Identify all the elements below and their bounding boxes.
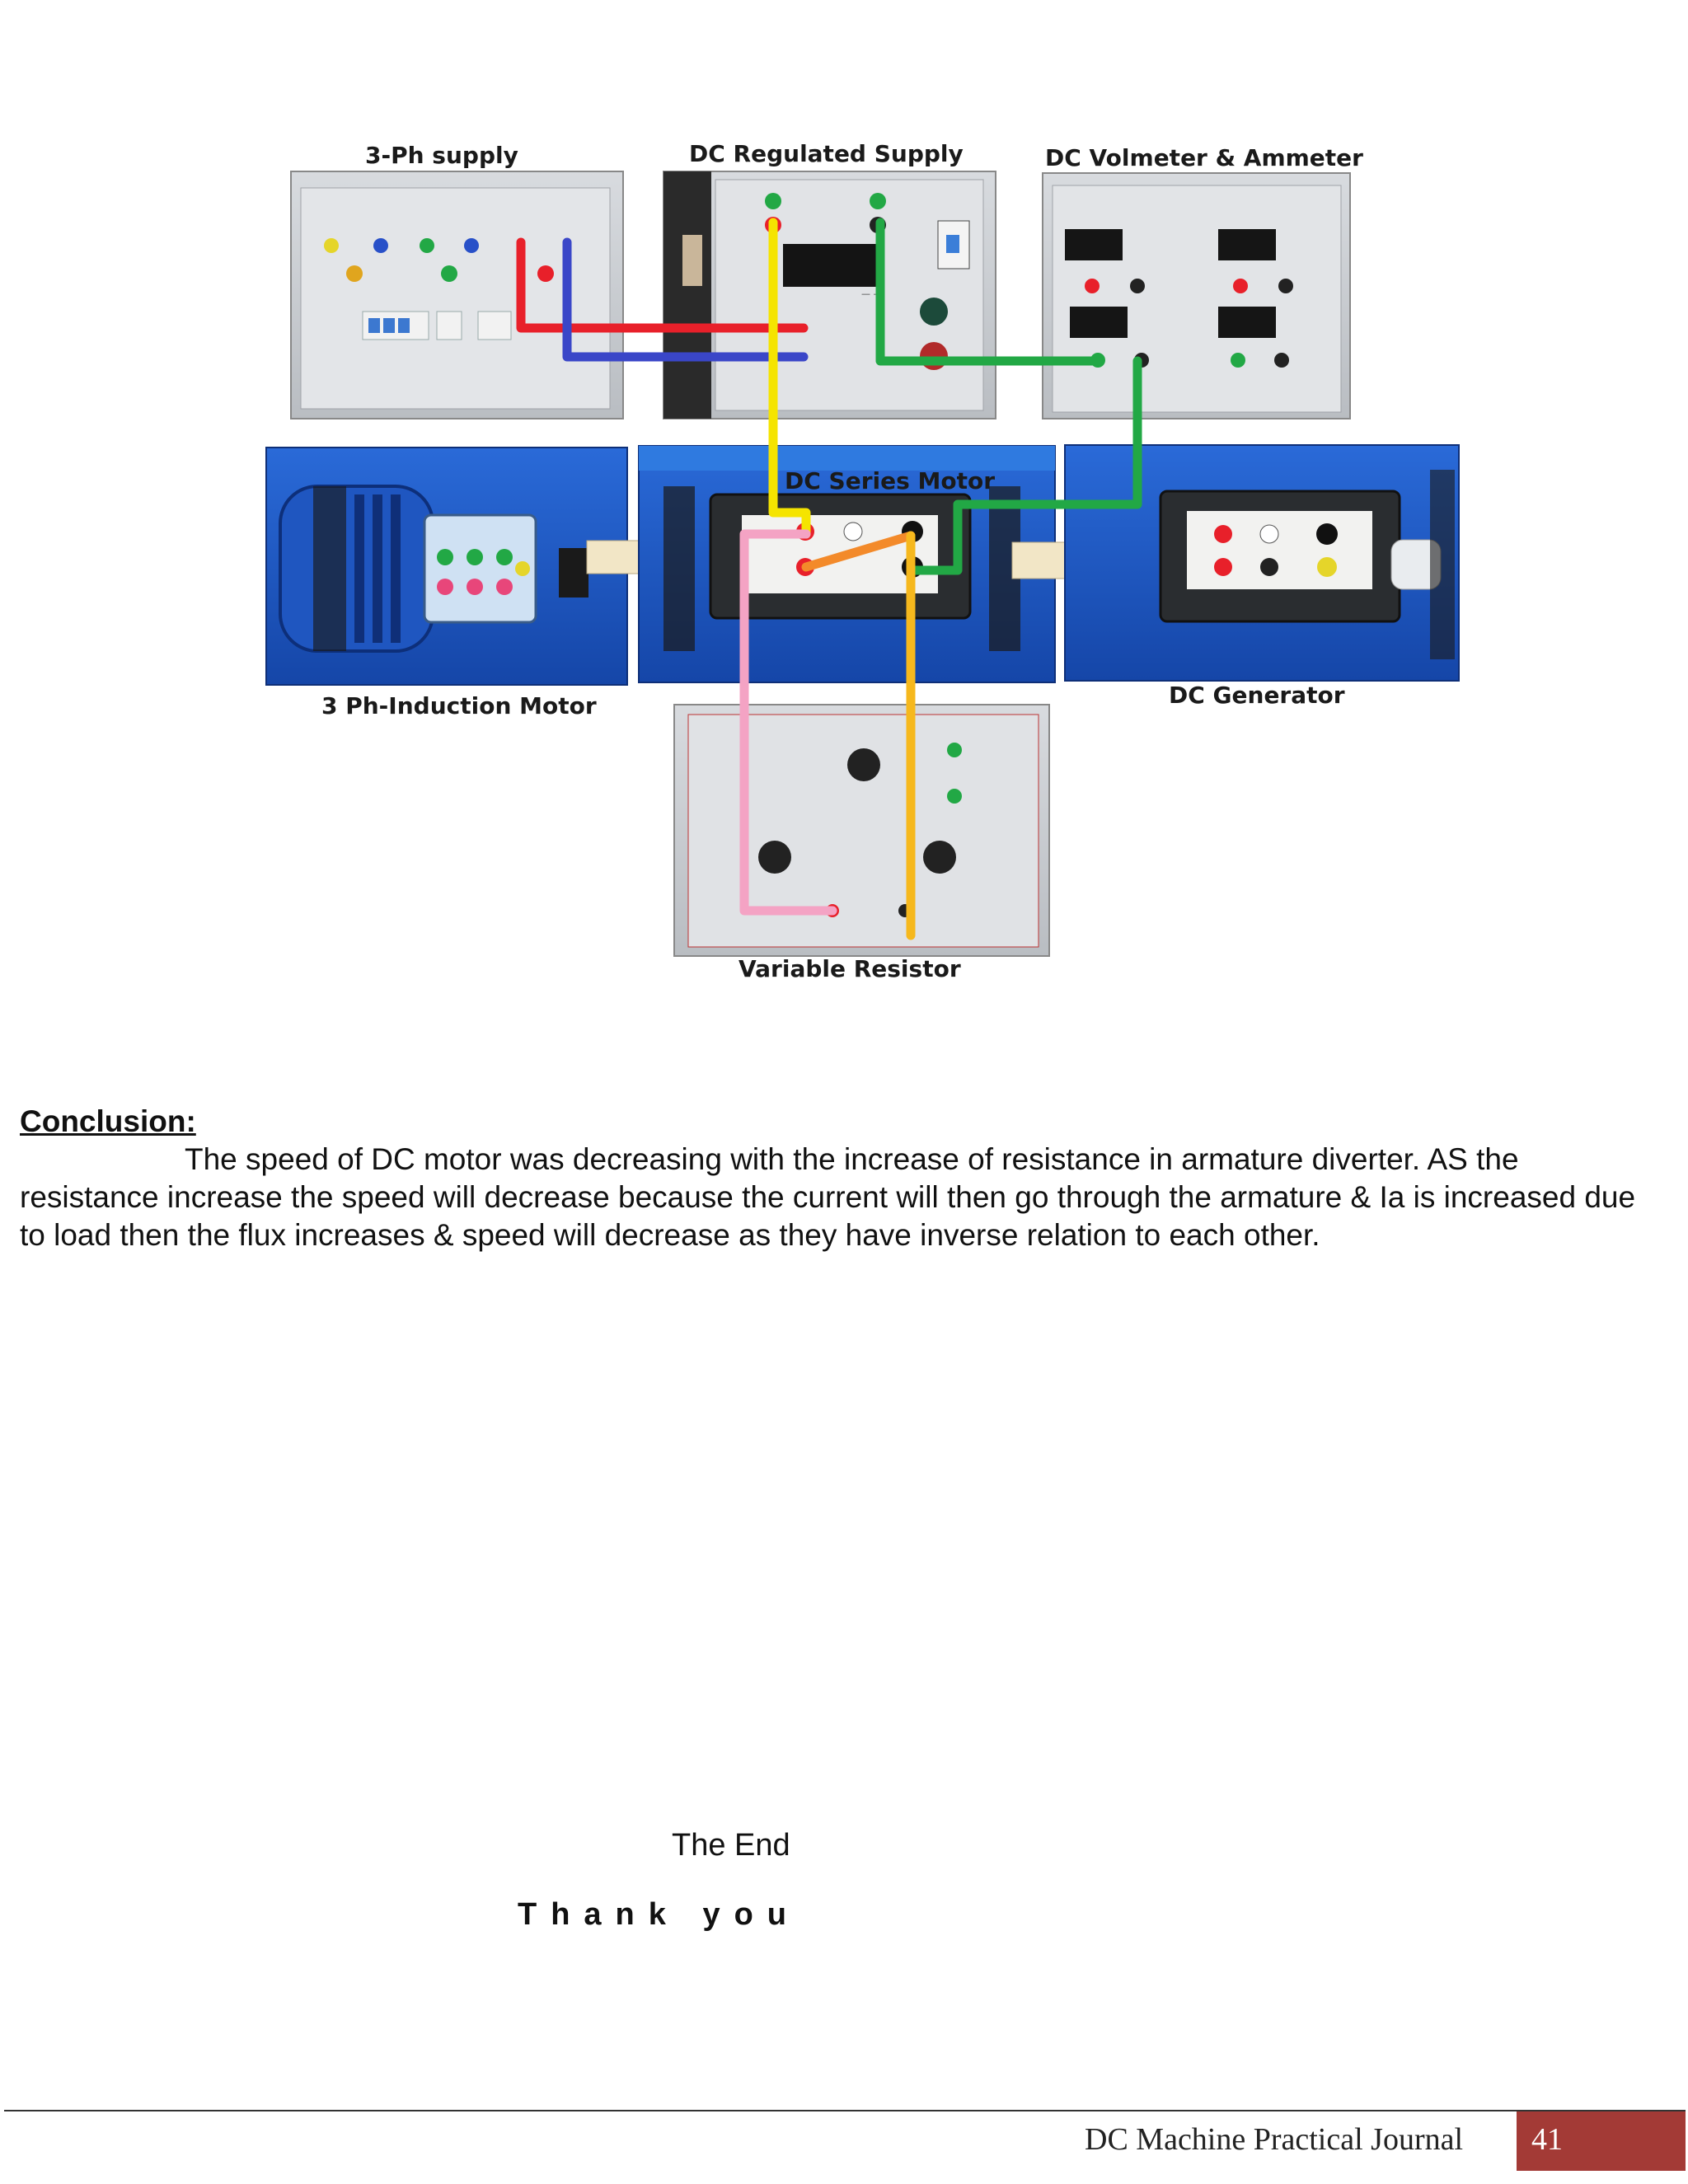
label-dc-voltmeter-ammeter: DC Volmeter & Ammeter: [1045, 144, 1363, 171]
label-dc-regulated-supply: DC Regulated Supply: [689, 140, 964, 167]
conclusion-heading: Conclusion:: [20, 1104, 196, 1138]
page-number: 41: [1517, 2111, 1686, 2171]
footer-title: DC Machine Practical Journal: [1085, 2122, 1464, 2157]
wire-red: [516, 237, 809, 333]
wire-green-2: [910, 356, 1142, 575]
wiring: [516, 218, 1142, 940]
wire-blue: [562, 237, 809, 362]
footer-divider: [4, 2110, 1686, 2111]
three-phase-supply-panel: [290, 171, 624, 419]
label-variable-resistor: Variable Resistor: [738, 955, 961, 982]
dc-voltmeter-ammeter-panel: [1042, 172, 1351, 419]
wire-green: [875, 218, 1103, 366]
label-3ph-induction-motor: 3 Ph-Induction Motor: [321, 692, 597, 719]
variable-resistor-panel: [673, 704, 1050, 957]
induction-motor-panel: [265, 447, 628, 686]
wire-pink: [739, 529, 837, 916]
conclusion-section: Conclusion: The speed of DC motor was de…: [20, 1103, 1668, 1254]
label-dc-series-motor: DC Series Motor: [785, 467, 995, 494]
label-dc-generator: DC Generator: [1169, 682, 1345, 709]
dc-regulated-supply-panel: — —: [663, 171, 996, 419]
wire-orange: [801, 531, 916, 572]
dc-generator-panel: [1064, 444, 1460, 682]
conclusion-text: The speed of DC motor was decreasing wit…: [20, 1142, 1636, 1252]
wire-yellow: [768, 218, 811, 539]
thank-you-text: Thank you: [518, 1897, 801, 1932]
wiring-diagram: 3-Ph supply DC Regulated Supply DC Volme…: [265, 140, 1460, 982]
dc-series-motor-panel: DC Series Motor: [638, 445, 1056, 683]
the-end-text: The End: [672, 1828, 790, 1863]
label-3ph-supply: 3-Ph supply: [365, 142, 518, 169]
